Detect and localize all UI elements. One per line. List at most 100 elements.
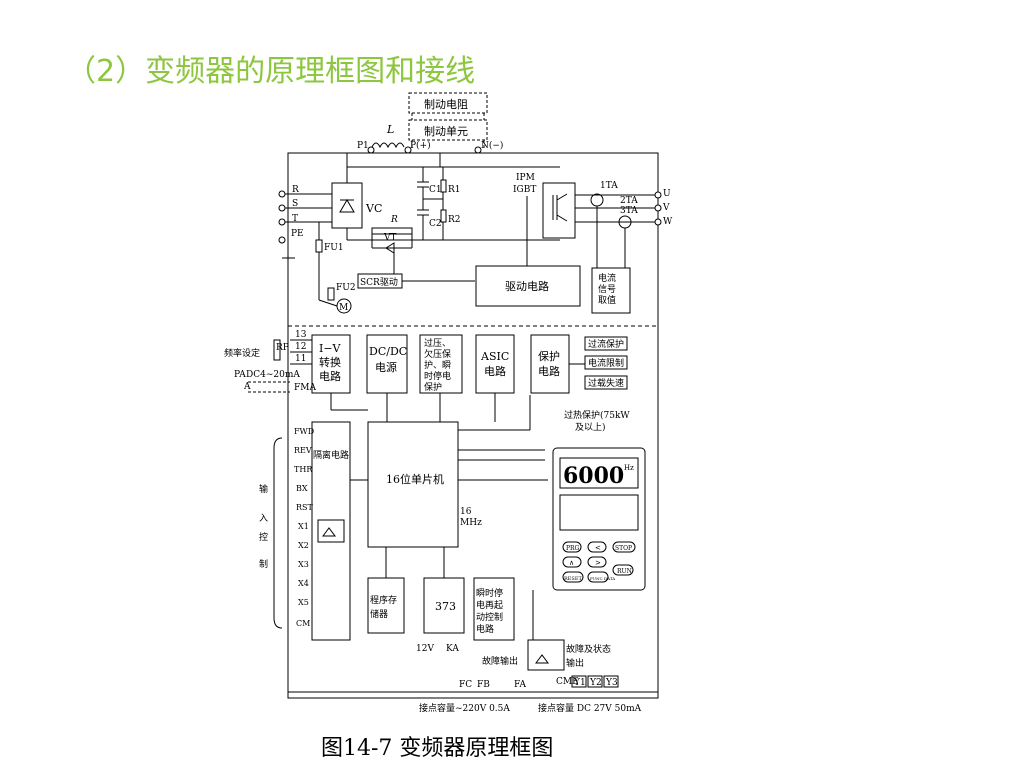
svg-text:过压、: 过压、 xyxy=(424,337,451,349)
keypad-panel: 6000 Hz PRG < STOP ∧ > RESET FUNC DATA R… xyxy=(552,447,646,591)
brake-resistor-label: 制动电阻 xyxy=(424,98,468,111)
svg-text:X4: X4 xyxy=(298,579,309,588)
inductor-symbol xyxy=(371,142,405,149)
svg-text:<: < xyxy=(595,544,601,552)
svg-text:12: 12 xyxy=(295,342,306,352)
n-minus-label: N(−) xyxy=(481,140,503,151)
svg-text:FB: FB xyxy=(477,680,490,690)
svg-text:保护: 保护 xyxy=(538,349,560,363)
overheat-label: 过热保护(75kW xyxy=(564,409,630,421)
input-pe: PE xyxy=(291,229,304,239)
inverter-enclosure xyxy=(287,152,659,699)
igbt-module xyxy=(542,182,576,239)
svg-text:及以上): 及以上) xyxy=(575,422,606,433)
p1-label: P1 xyxy=(357,141,369,151)
svg-text:THR: THR xyxy=(294,465,313,474)
fma-label: FMA xyxy=(294,383,316,393)
scr-drive-label: SCR驱动 xyxy=(360,277,398,288)
ta2-label: 2TA xyxy=(620,196,638,206)
svg-text:Y3: Y3 xyxy=(605,678,618,688)
svg-text:信号: 信号 xyxy=(598,283,616,295)
drive-circuit-label: 驱动电路 xyxy=(505,280,549,293)
p-plus-label: P(+) xyxy=(410,140,431,151)
output-u: U xyxy=(663,189,671,199)
rp-label: RP xyxy=(276,343,289,353)
svg-text:时停电: 时停电 xyxy=(424,370,451,382)
svg-text:KA: KA xyxy=(446,644,459,654)
a-label: A xyxy=(243,382,251,392)
contact-rating-ac: 接点容量∼220V 0.5A xyxy=(419,702,510,714)
voltage-protect-box xyxy=(419,334,463,394)
svg-text:转换: 转换 xyxy=(319,355,341,369)
mcu-box xyxy=(367,421,459,548)
input-terminal-list: FWD REV THR BX RST X1 X2 X3 X4 X5 CM xyxy=(294,427,314,628)
svg-text:373: 373 xyxy=(435,600,456,613)
svg-text:故障及状态: 故障及状态 xyxy=(566,643,611,655)
svg-text:REV: REV xyxy=(294,446,312,455)
c1-label: C1 xyxy=(429,185,442,195)
freq-setting-label: 频率设定 xyxy=(224,347,260,359)
svg-text:X3: X3 xyxy=(298,560,309,569)
svg-text:BX: BX xyxy=(296,484,308,493)
svg-text:CM: CM xyxy=(296,619,310,628)
svg-text:电流限制: 电流限制 xyxy=(588,357,624,369)
svg-text:MHz: MHz xyxy=(460,518,482,528)
svg-text:RST: RST xyxy=(296,503,314,512)
r-label: R xyxy=(390,215,398,225)
svg-text:故障输出: 故障输出 xyxy=(482,655,518,667)
brake-unit-label: 制动单元 xyxy=(424,125,468,138)
keypad-display-value: 6000 xyxy=(563,463,624,489)
input-s: S xyxy=(292,199,298,209)
svg-text:控: 控 xyxy=(259,531,268,543)
pa-label: PA xyxy=(234,370,246,380)
pa-range-label: DC4∼20mA xyxy=(246,370,300,380)
input-t: T xyxy=(292,214,298,224)
svg-text:保护: 保护 xyxy=(424,381,442,393)
svg-text:FC: FC xyxy=(459,680,472,690)
svg-text:>: > xyxy=(595,559,601,567)
output-v: V xyxy=(662,203,670,213)
rectifier-box xyxy=(331,182,363,229)
svg-text:Y1: Y1 xyxy=(573,678,586,688)
vt-label: VT xyxy=(383,233,397,243)
brake-unit-box xyxy=(408,119,488,141)
brake-resistor-box xyxy=(408,92,488,114)
svg-text:输出: 输出 xyxy=(566,657,584,669)
ta1-label: 1TA xyxy=(600,181,618,191)
svg-text:∧: ∧ xyxy=(569,559,574,567)
svg-text:PRG: PRG xyxy=(566,545,580,552)
r1-label: R1 xyxy=(448,185,461,195)
motor-label: M xyxy=(339,303,348,313)
vc-label: VC xyxy=(365,202,382,215)
svg-text:CME: CME xyxy=(556,677,579,687)
r2-label: R2 xyxy=(448,215,461,225)
input-r: R xyxy=(292,185,299,195)
svg-text:电路: 电路 xyxy=(476,623,494,635)
output-w: W xyxy=(663,217,673,227)
svg-text:Y2: Y2 xyxy=(589,678,602,688)
fu1-label: FU1 xyxy=(324,243,344,253)
svg-text:取值: 取值 xyxy=(598,294,616,306)
svg-text:入: 入 xyxy=(259,513,268,524)
svg-text:储器: 储器 xyxy=(370,608,388,620)
restart-box xyxy=(473,577,515,641)
svg-text:电源: 电源 xyxy=(375,360,397,374)
svg-text:欠压保: 欠压保 xyxy=(424,348,451,360)
capacitor-bank xyxy=(417,167,447,240)
figure-caption: 图14-7 变频器原理框图 xyxy=(321,736,554,761)
svg-text:11: 11 xyxy=(295,354,306,364)
svg-text:16: 16 xyxy=(460,507,472,517)
inductor-label: L xyxy=(386,123,394,136)
fu2-label: FU2 xyxy=(336,283,356,293)
svg-text:过流保护: 过流保护 xyxy=(588,338,624,350)
svg-text:电流: 电流 xyxy=(598,272,616,284)
svg-text:X1: X1 xyxy=(298,522,309,531)
svg-text:FUNC DATA: FUNC DATA xyxy=(590,576,615,581)
svg-text:电路: 电路 xyxy=(319,370,341,383)
drive-circuit-box xyxy=(475,265,581,307)
c2-label: C2 xyxy=(429,219,442,229)
svg-text:电路: 电路 xyxy=(538,365,560,378)
ipm-label: IPM xyxy=(516,173,535,183)
ta3-label: 3TA xyxy=(620,206,638,216)
